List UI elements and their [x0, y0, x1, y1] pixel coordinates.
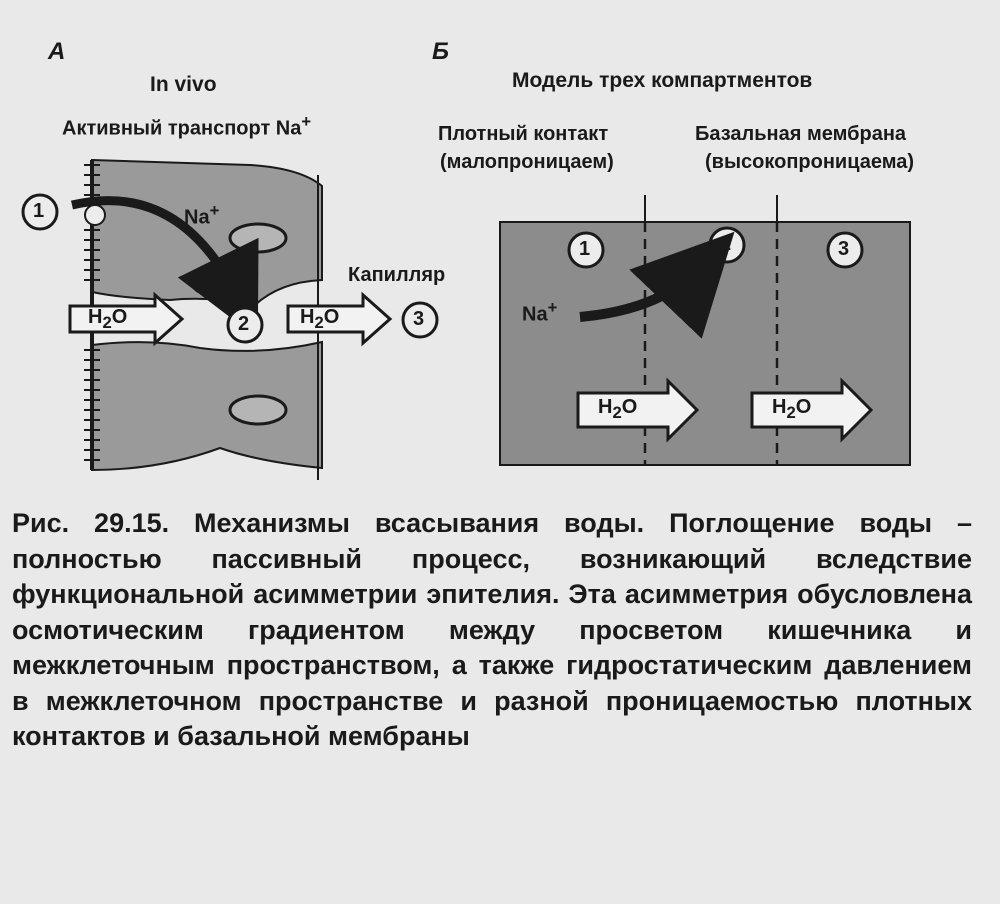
upper-cell-nucleus	[228, 222, 288, 254]
panel-a-water-2-h: H	[300, 306, 315, 328]
panel-a-compartment-1: 1	[33, 200, 45, 222]
panel-a-na-label: Na+	[184, 201, 220, 229]
tight-junction-label: Плотный контакт	[438, 123, 609, 145]
basolateral-pump	[191, 270, 215, 294]
panel-b-na-text: Na	[522, 303, 548, 326]
caption-text: . Механизмы всасывания воды. Поглощение …	[12, 508, 972, 751]
panel-b-compartment-1: 1	[579, 238, 591, 260]
panel-b-compartment-1-circle	[567, 231, 605, 269]
panel-a-na-text: Na	[184, 206, 210, 229]
panel-a-subtitle: Активный транспорт Na+	[62, 112, 312, 140]
basal-membrane-permeability: (высокопроницаема)	[705, 151, 915, 173]
panel-b-water-1-sub: 2	[612, 403, 622, 422]
panel-b-water-arrow-1	[576, 377, 700, 443]
panel-b-title: Модель трех компартментов	[512, 69, 813, 92]
panel-b-water-2-o: O	[795, 396, 812, 418]
panel-a-water-1-sub: 2	[102, 313, 112, 332]
basal-membrane-label: Базальная мембрана	[695, 123, 907, 145]
panel-a-compartment-1-circle	[21, 193, 59, 231]
panel-b-water-1-h: H	[598, 396, 613, 418]
panel-b-letter: Б	[432, 38, 449, 65]
panel-b-water-label-2: H2O	[772, 397, 811, 422]
panel-a-subtitle-sup: +	[301, 112, 312, 131]
panel-a-compartment-3: 3	[413, 308, 425, 330]
panel-a-compartment-2-circle	[226, 306, 264, 344]
panel-b-water-label-1: H2O	[598, 397, 637, 422]
panel-b-na-label: Na+	[522, 298, 558, 326]
panel-b-compartment-2: 2	[720, 233, 732, 255]
panel-a-letter: А	[48, 38, 66, 65]
apical-transporter	[84, 204, 106, 226]
diagram-svg	[21, 158, 911, 480]
tight-junction-permeability: (малопроницаем)	[440, 151, 614, 173]
panel-a-water-label-1: H2O	[88, 307, 127, 332]
panel-b-na-arrow	[579, 231, 735, 339]
lower-cell-nucleus	[228, 394, 288, 426]
figure-number: Рис. 29.15	[12, 508, 162, 538]
figure-caption: Рис. 29.15. Механизмы всасывания воды. П…	[12, 506, 972, 755]
lower-epithelial-cell	[91, 340, 323, 472]
panel-b-water-2-sub: 2	[786, 403, 796, 422]
panel-a-water-2-o: O	[323, 306, 340, 328]
panel-a-water-arrow-2	[286, 291, 393, 347]
figure-29-15: А In vivo Активный транспорт Na+ Na+ 1 2…	[21, 38, 915, 480]
panel-b-compartment-3: 3	[838, 238, 850, 260]
panel-a-subtitle-text: Активный транспорт Na	[62, 117, 302, 140]
panel-a-water-1-h: H	[88, 306, 103, 328]
panel-b-na-sup: +	[547, 298, 558, 317]
panel-a-water-arrow-1	[68, 291, 185, 347]
panel-a-water-2-sub: 2	[314, 313, 324, 332]
na-transport-arrow	[70, 196, 259, 339]
panel-b-compartment-3-circle	[826, 231, 864, 269]
panel-a-compartment-2: 2	[238, 313, 250, 335]
panel-a-title: In vivo	[150, 73, 217, 96]
panel-a-na-sup: +	[209, 201, 220, 220]
panel-b-water-2-h: H	[772, 396, 787, 418]
capillary-label: Капилляр	[348, 264, 446, 286]
panel-a-water-label-2: H2O	[300, 307, 339, 332]
panel-b-water-1-o: O	[621, 396, 638, 418]
panel-a-water-1-o: O	[111, 306, 128, 328]
panel-b-water-arrow-2	[750, 377, 874, 443]
panel-a-compartment-3-circle	[401, 301, 439, 339]
